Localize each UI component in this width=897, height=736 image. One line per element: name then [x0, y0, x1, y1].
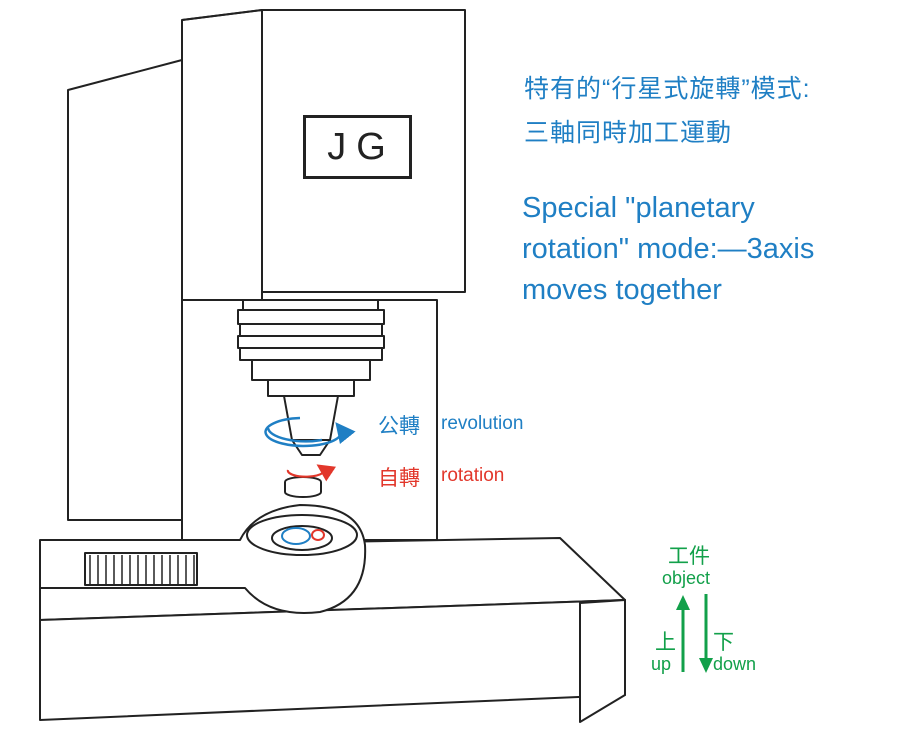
revolution-label-cn: 公轉 [378, 415, 420, 438]
revolution-label-en: revolution [441, 413, 524, 434]
thread-lines [89, 555, 195, 584]
grinding-tool [284, 476, 322, 498]
object-label-cn: 工件 [668, 545, 710, 568]
rotation-arrow [286, 464, 337, 482]
spindle [237, 299, 385, 456]
revolution-arrow [264, 416, 356, 448]
heading-english-line3: moves together [522, 274, 722, 306]
rotation-label-en: rotation [441, 465, 505, 486]
brand-label: JG [303, 115, 412, 179]
machine-head [181, 9, 466, 293]
heading-chinese-line1: 特有的“行星式旋轉”模式: [524, 75, 811, 103]
up-label-cn: 上 [655, 631, 676, 654]
heading-english-line2: rotation" mode:—3axis [522, 233, 815, 265]
up-label-en: up [651, 654, 672, 674]
heading-chinese-line2: 三軸同時加工運動 [524, 119, 733, 147]
down-label-cn: 下 [713, 631, 734, 654]
heading-english-line1: Special "planetary [522, 192, 755, 224]
rotation-label-cn: 自轉 [378, 467, 420, 490]
workpiece-motion-arrows [281, 527, 325, 545]
down-arrow [699, 594, 713, 673]
down-label-en: down [713, 654, 757, 674]
object-label-en: object [662, 568, 711, 588]
up-arrow [676, 595, 690, 672]
